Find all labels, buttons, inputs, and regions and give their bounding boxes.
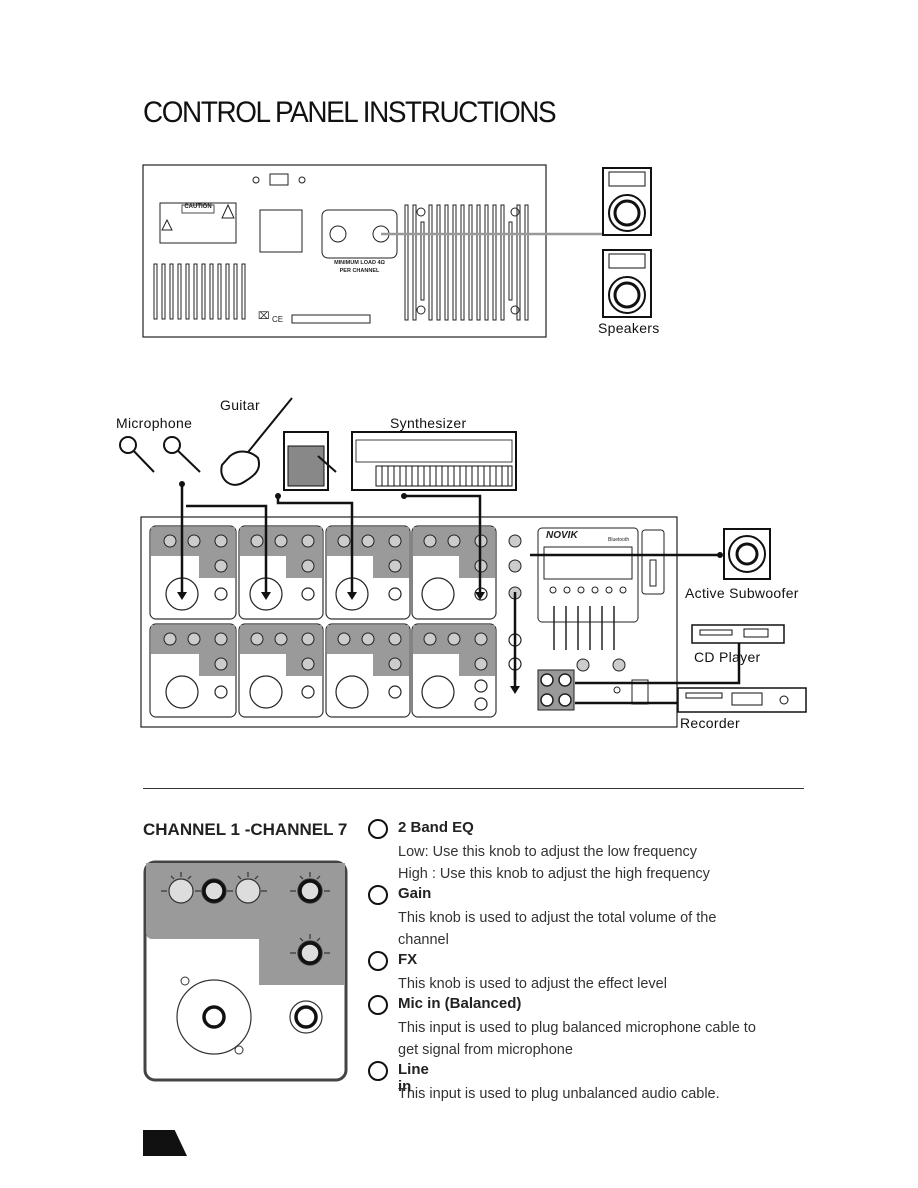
item-desc-line: High : Use this knob to adjust the high … [398, 866, 710, 882]
channel-strip-illustration [143, 860, 348, 1082]
ce-mark: CE [272, 315, 284, 324]
item-title: Gain [398, 885, 432, 902]
item-desc-line: get signal from microphone [398, 1042, 573, 1058]
bluetooth-label: Bluetooth [608, 537, 630, 543]
mixer-panel [140, 516, 678, 728]
item-title: FX [398, 951, 418, 968]
guitar-icon [220, 397, 293, 486]
amplifier-icon [283, 431, 337, 491]
speakers-label: Speakers [598, 320, 660, 336]
synthesizer-label: Synthesizer [390, 415, 467, 431]
item-title: 2 Band EQ [398, 819, 474, 836]
speaker-icon [602, 167, 652, 318]
item-marker-icon [368, 1061, 388, 1081]
cd-player-label: CD Player [694, 649, 761, 665]
mixer-brand: NOVIK [546, 530, 578, 541]
item-desc-line: This input is used to plug unbalanced au… [398, 1086, 720, 1102]
item-desc-line: Low: Use this knob to adjust the low fre… [398, 844, 698, 860]
recycle-bin-icon: ⌧ [258, 311, 270, 322]
guitar-label: Guitar [220, 397, 260, 413]
section-divider [143, 788, 804, 789]
active-subwoofer-label: Active Subwoofer [685, 585, 799, 601]
item-desc-line: This knob is used to adjust the total vo… [398, 910, 717, 926]
caution-label: CAUTION [184, 204, 212, 210]
item-title: Line in [398, 1061, 429, 1095]
synthesizer-icon [351, 431, 517, 491]
item-title: Mic in (Balanced) [398, 995, 522, 1012]
load-text-line1: MINIMUM LOAD 4Ω [334, 260, 385, 266]
item-marker-icon [368, 995, 388, 1015]
item-desc-line: This knob is used to adjust the effect l… [398, 976, 667, 992]
page-tab-marker [143, 1130, 187, 1156]
subwoofer-icon [723, 528, 771, 580]
cd-player-icon [691, 624, 785, 644]
channel-section-heading: CHANNEL 1 -CHANNEL 7 [143, 820, 348, 839]
page-title: CONTROL PANEL INSTRUCTIONS [143, 96, 557, 129]
recorder-icon [677, 687, 807, 713]
recorder-label: Recorder [680, 715, 740, 731]
item-marker-icon [368, 951, 388, 971]
microphone-icon [119, 436, 201, 473]
item-desc-line: This input is used to plug balanced micr… [398, 1020, 756, 1036]
item-marker-icon [368, 819, 388, 839]
connection-diagram [119, 164, 807, 728]
microphone-label: Microphone [116, 415, 193, 431]
load-text-line2: PER CHANNEL [339, 268, 380, 274]
item-marker-icon [368, 885, 388, 905]
rear-panel [142, 164, 547, 338]
item-desc-line: channel [398, 932, 449, 948]
